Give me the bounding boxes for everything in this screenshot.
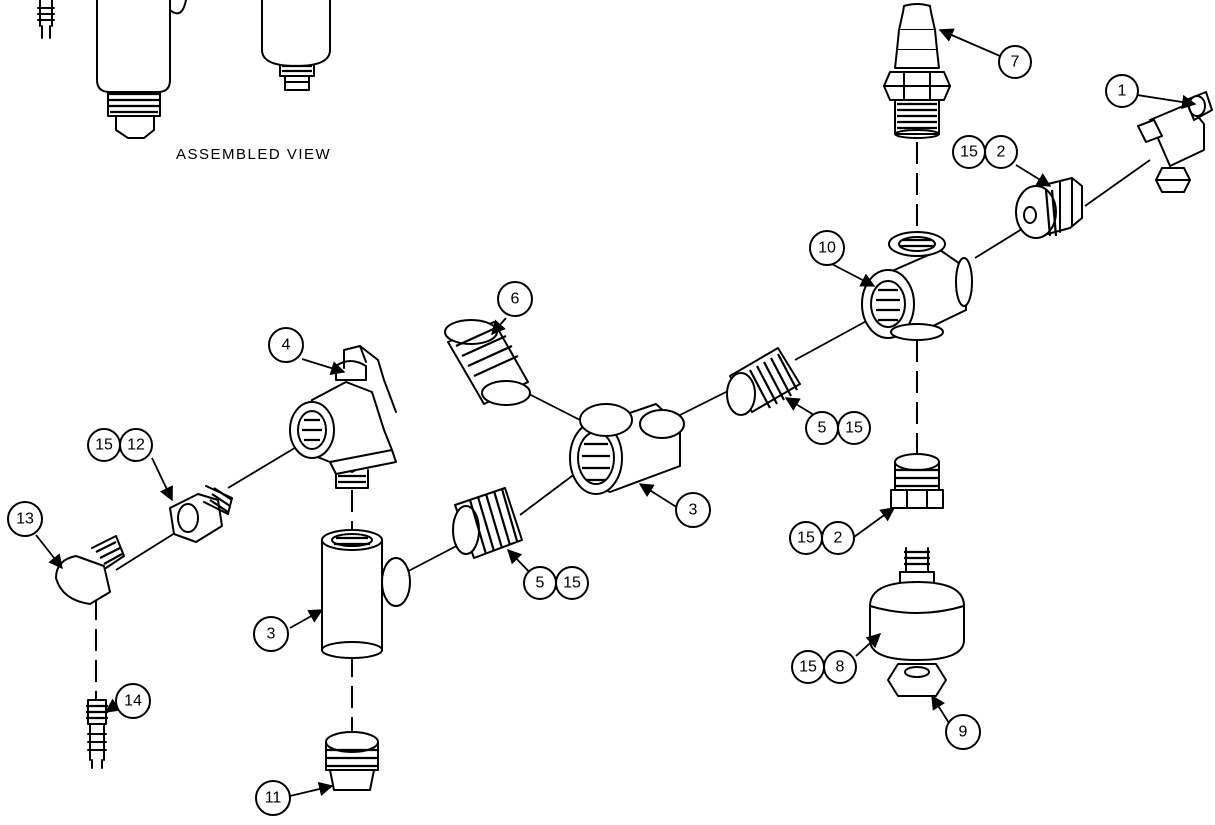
callout-15-right: 15 bbox=[837, 411, 871, 445]
svg-text:12: 12 bbox=[127, 437, 145, 454]
svg-text:15: 15 bbox=[797, 530, 815, 547]
svg-text:15: 15 bbox=[799, 659, 817, 676]
svg-text:5: 5 bbox=[536, 575, 545, 592]
svg-text:5: 5 bbox=[818, 420, 827, 437]
svg-text:11: 11 bbox=[265, 790, 282, 807]
callout-15-at-12: 15 bbox=[87, 428, 121, 462]
svg-text:3: 3 bbox=[267, 626, 276, 643]
svg-text:15: 15 bbox=[563, 575, 581, 592]
leader-lines bbox=[35, 28, 1197, 797]
part-3-tee-left bbox=[321, 529, 411, 659]
svg-text:3: 3 bbox=[689, 502, 698, 519]
part-6-nipple bbox=[444, 319, 531, 406]
part-1-elbow-fitting bbox=[1137, 91, 1213, 193]
callout-10: 10 bbox=[809, 230, 845, 266]
assembled-valve-body bbox=[96, 0, 187, 139]
svg-text:15: 15 bbox=[95, 437, 113, 454]
callout-8: 8 bbox=[823, 650, 857, 684]
callout-13: 13 bbox=[7, 501, 43, 537]
callout-3-left: 3 bbox=[253, 616, 289, 652]
part-2-bushing-bottom bbox=[890, 453, 944, 509]
callout-2-top: 2 bbox=[984, 135, 1018, 169]
part-7-hose-barb-adapter bbox=[883, 3, 951, 139]
svg-text:13: 13 bbox=[16, 511, 34, 528]
part-14-hose-barb bbox=[86, 699, 108, 769]
svg-text:2: 2 bbox=[834, 530, 843, 547]
callout-6: 6 bbox=[497, 281, 533, 317]
callout-7: 7 bbox=[998, 45, 1032, 79]
part-10-cross-fitting bbox=[861, 231, 973, 341]
callout-14: 14 bbox=[115, 683, 151, 719]
part-12-hex-bushing bbox=[169, 485, 233, 543]
part-3-tee-center bbox=[569, 403, 685, 495]
svg-text:14: 14 bbox=[124, 693, 142, 710]
svg-text:10: 10 bbox=[818, 240, 836, 257]
callout-9: 9 bbox=[945, 714, 981, 750]
part-13-elbow bbox=[55, 535, 125, 605]
svg-text:4: 4 bbox=[282, 337, 291, 354]
part-2-bushing-top bbox=[1015, 177, 1083, 239]
callout-1: 1 bbox=[1105, 74, 1139, 108]
svg-text:1: 1 bbox=[1118, 83, 1127, 100]
center-lines bbox=[115, 159, 1151, 579]
callout-5-middle: 5 bbox=[523, 566, 557, 600]
callout-11: 11 bbox=[255, 780, 291, 816]
assembled-view-label: ASSEMBLED VIEW bbox=[176, 146, 332, 163]
callout-15-middle: 15 bbox=[555, 566, 589, 600]
svg-text:2: 2 bbox=[997, 144, 1006, 161]
callout-5-right: 5 bbox=[805, 411, 839, 445]
part-5-nipple-middle bbox=[452, 487, 523, 559]
callout-3-center: 3 bbox=[675, 492, 711, 528]
svg-text:15: 15 bbox=[960, 144, 978, 161]
callout-15-top: 15 bbox=[952, 135, 986, 169]
svg-text:9: 9 bbox=[959, 724, 968, 741]
svg-text:8: 8 bbox=[836, 659, 845, 676]
callout-12: 12 bbox=[119, 428, 153, 462]
callout-4: 4 bbox=[268, 327, 304, 363]
part-8-accumulator bbox=[869, 547, 965, 661]
part-4-relief-valve bbox=[289, 345, 397, 489]
assembled-hose-barb bbox=[37, 0, 55, 39]
assembled-view-fragments bbox=[37, 0, 331, 139]
svg-text:6: 6 bbox=[511, 291, 520, 308]
callout-2-bottom: 2 bbox=[821, 521, 855, 555]
svg-text:7: 7 bbox=[1011, 54, 1020, 71]
part-9-hex-nut bbox=[887, 663, 947, 697]
part-11-plug bbox=[325, 731, 379, 791]
assembled-tank bbox=[261, 0, 331, 91]
part-5-nipple-right bbox=[726, 347, 801, 416]
callout-15-at-8: 15 bbox=[791, 650, 825, 684]
svg-text:15: 15 bbox=[845, 420, 863, 437]
assembly-axes bbox=[95, 142, 918, 740]
callout-15-at-2-bottom: 15 bbox=[789, 521, 823, 555]
